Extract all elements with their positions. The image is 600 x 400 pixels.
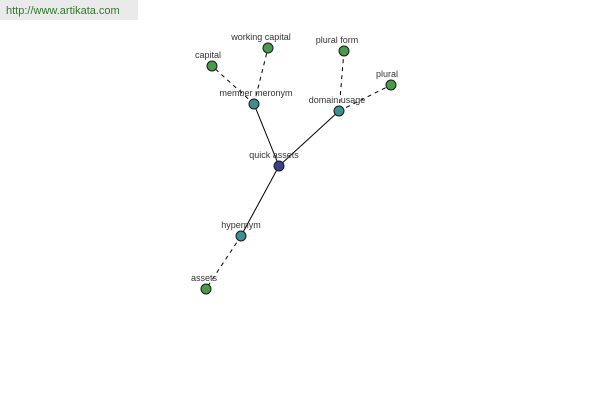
node-member-meronym[interactable] (248, 98, 260, 110)
node-plural[interactable] (385, 79, 397, 91)
edge-member-meronym-working-capital (253, 47, 269, 105)
edge-domain-usage-plural-form (338, 50, 345, 112)
label-plural[interactable]: plural (376, 69, 398, 79)
label-domain-usage[interactable]: domain usage (309, 95, 366, 105)
label-hypernym[interactable]: hypernym (221, 220, 261, 230)
graph-labels: quick assets member meronym domain usage hy… (191, 32, 398, 283)
label-quick-assets[interactable]: quick assets (249, 150, 299, 160)
label-capital[interactable]: capital (195, 50, 221, 60)
label-member-meronym[interactable]: member meronym (219, 88, 292, 98)
graph-nodes (200, 42, 397, 295)
edge-quick-assets-hypernym (240, 165, 280, 237)
node-quick-assets[interactable] (273, 160, 285, 172)
node-capital[interactable] (206, 60, 218, 72)
edge-quick-assets-member-meronym (253, 103, 280, 167)
label-assets[interactable]: assets (191, 273, 218, 283)
label-working-capital[interactable]: working capital (230, 32, 291, 42)
edge-quick-assets-domain-usage (278, 110, 340, 167)
edge-member-meronym-capital (211, 65, 255, 105)
node-domain-usage[interactable] (333, 105, 345, 117)
label-plural-form[interactable]: plural form (316, 35, 359, 45)
edge-domain-usage-plural (338, 84, 392, 112)
node-working-capital[interactable] (262, 42, 274, 54)
node-assets[interactable] (200, 283, 212, 295)
node-plural-form[interactable] (338, 45, 350, 57)
graph-edges (205, 47, 392, 290)
edge-hypernym-assets (205, 235, 242, 290)
url-banner[interactable]: http://www.artikata.com (0, 0, 138, 20)
node-hypernym[interactable] (235, 230, 247, 242)
